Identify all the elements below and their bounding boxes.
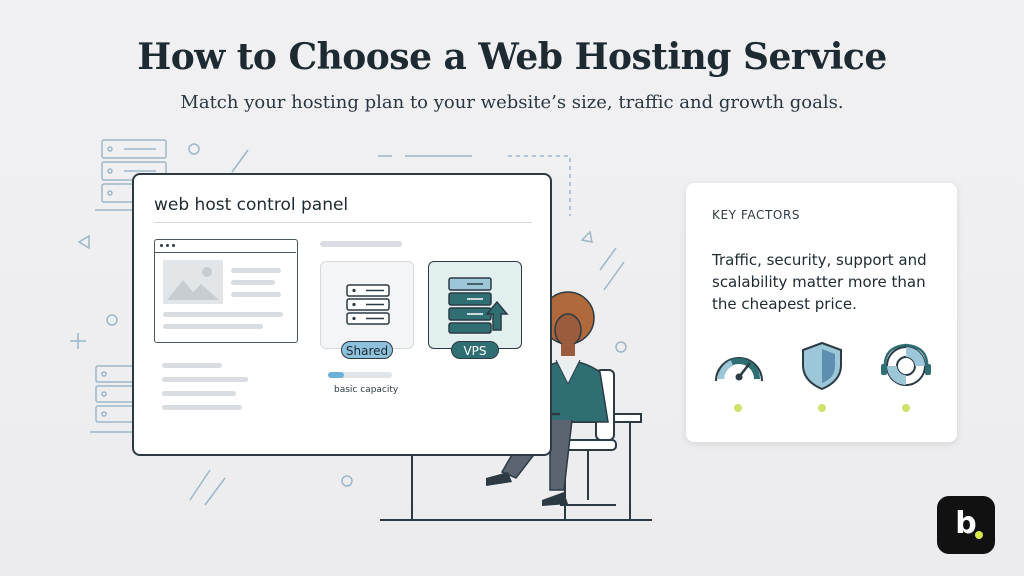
capacity-bar-fill [328, 372, 344, 378]
text-line [162, 405, 242, 410]
browser-title-bar [155, 240, 296, 253]
text-line [163, 324, 263, 329]
brand-logo-dot [975, 531, 983, 539]
person-illustration [486, 291, 609, 506]
text-line [162, 391, 236, 396]
page-subtitle: Match your hosting plan to your website’… [180, 92, 844, 113]
plan-label-shared: Shared [341, 341, 393, 359]
key-factors-card: KEY FACTORS Traffic, security, support a… [686, 183, 957, 442]
capacity-bar [328, 372, 392, 378]
text-line [163, 312, 283, 317]
control-panel-window: web host control panel [132, 173, 552, 456]
text-line [231, 292, 281, 297]
control-panel-title: web host control panel [154, 195, 349, 215]
text-line [162, 363, 222, 368]
plan-card-vps[interactable]: VPS [428, 261, 522, 359]
page-title: How to Choose a Web Hosting Service [137, 36, 887, 78]
plan-label-vps: VPS [451, 341, 499, 359]
indicator-dot [902, 404, 910, 412]
window-dot [160, 244, 163, 247]
support-lifebuoy-icon [881, 343, 931, 386]
text-line [231, 280, 275, 285]
indicator-dot [818, 404, 826, 412]
speedometer-icon [715, 357, 763, 382]
text-line [162, 377, 248, 382]
window-dot [166, 244, 169, 247]
server-upgrade-icon [448, 277, 509, 334]
image-placeholder-icon [163, 260, 223, 304]
server-stack-icon [346, 284, 390, 325]
brand-logo: b [937, 496, 995, 554]
divider [154, 222, 532, 223]
brand-logo-letter: b [955, 506, 977, 541]
key-factors-text: Traffic, security, support and scalabili… [712, 251, 927, 313]
indicator-dot [734, 404, 742, 412]
text-line [231, 268, 281, 273]
capacity-label: basic capacity [334, 385, 399, 395]
plan-card-shared[interactable]: Shared [320, 261, 414, 359]
server-rack-icon [90, 365, 137, 433]
browser-window-preview [154, 239, 298, 343]
shield-icon [802, 341, 842, 391]
text-line [320, 241, 402, 247]
window-dot [172, 244, 175, 247]
key-factors-heading: KEY FACTORS [712, 208, 801, 222]
